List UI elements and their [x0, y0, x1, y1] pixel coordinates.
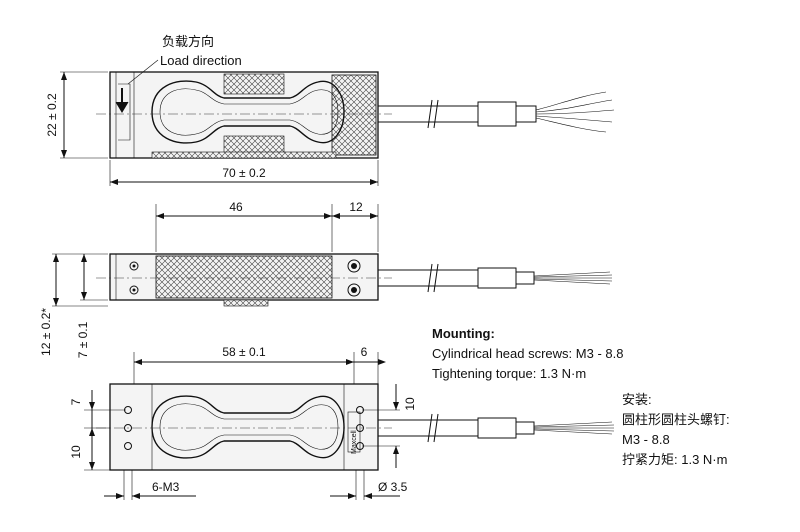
mounting-cn-torque: 拧紧力矩: 1.3 N·m: [622, 452, 727, 467]
top-hatch-bottom: [151, 151, 337, 159]
dim-hole-dia: Ø 3.5: [378, 480, 408, 494]
mounting-notes: Mounting: Cylindrical head screws: M3 - …: [432, 326, 623, 381]
bottom-cable-sleeve: [477, 417, 517, 439]
bottom-view: 58 ± 0.1 6 Maxcell: [69, 345, 615, 500]
mounting-cn-screws: 圆柱形圆柱头螺钉:: [622, 412, 730, 427]
side-hatch: [155, 255, 333, 299]
side-cable-sleeve: [477, 267, 517, 289]
load-direction-en: Load direction: [160, 53, 242, 68]
brand-label: Maxcell: [351, 430, 358, 454]
mounting-notes-cn: 安装: 圆柱形圆柱头螺钉: M3 - 8.8 拧紧力矩: 1.3 N·m: [622, 392, 730, 467]
dim-end: 12: [349, 200, 363, 214]
dim-hole-end: 6: [361, 345, 368, 359]
top-cable-sleeve: [477, 101, 517, 127]
dim-span: 46: [229, 200, 243, 214]
mounting-torque: Tightening torque: 1.3 N·m: [432, 366, 586, 381]
top-view: 22 ± 0.2 70 ± 0.2 负载方向 Load direction: [45, 34, 615, 186]
load-direction-cn: 负载方向: [162, 34, 214, 49]
mounting-screws: Cylindrical head screws: M3 - 8.8: [432, 346, 623, 361]
dim-total-height: 12 ± 0.2*: [39, 308, 53, 356]
load-arrowhead-icon: [115, 101, 129, 113]
dim-part-height: 7 ± 0.1: [76, 321, 90, 358]
top-dumbbell-inner: [159, 88, 339, 136]
mounting-cn-title: 安装:: [622, 392, 652, 407]
side-view: 46 12 1: [39, 200, 613, 358]
mounting-title: Mounting:: [432, 326, 495, 341]
dim-left-7: 7: [69, 398, 83, 405]
dim-height: 22 ± 0.2: [45, 93, 59, 137]
dim-thread: 6-M3: [152, 480, 180, 494]
dim-length: 70 ± 0.2: [222, 166, 266, 180]
dim-hole-span: 58 ± 0.1: [222, 345, 266, 359]
dim-left-10: 10: [69, 445, 83, 459]
top-dumbbell-cutout: [151, 80, 345, 144]
top-hatch-strip-1: [223, 73, 285, 95]
mounting-cn-grade: M3 - 8.8: [622, 432, 670, 447]
dim-right-10: 10: [403, 397, 417, 411]
bottom-body: [109, 383, 379, 471]
top-hatch-end: [331, 74, 377, 156]
